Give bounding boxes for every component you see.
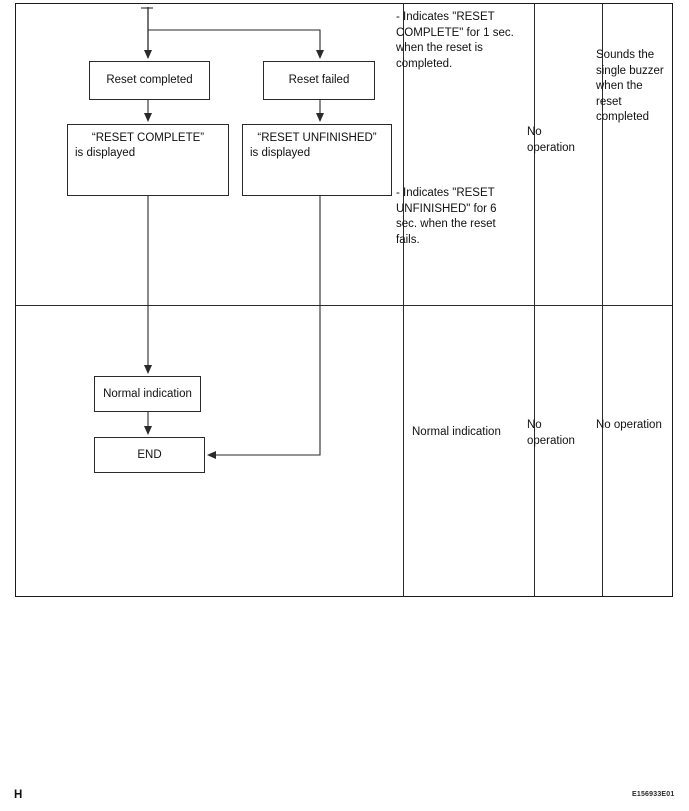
cell-display-reset-unfinished: - Indicates "RESET UNFINISHED" for 6 sec… (396, 187, 497, 246)
page-marker: H (14, 789, 23, 801)
cell-operation-row2: No operation (527, 419, 575, 447)
flow-node-normal-indication: Normal indication (94, 376, 201, 412)
cell-buzzer-row1: Sounds the single buzzer when the reset … (596, 49, 664, 123)
cell-display-reset-complete: - Indicates "RESET COMPLETE" for 1 sec. … (396, 11, 514, 70)
column-divider-flowchart-display (403, 4, 404, 596)
flow-node-reset-completed-label: Reset completed (106, 74, 193, 86)
flow-node-reset-unfinished-displayed: “RESET UNFINISHED” is displayed (242, 124, 392, 196)
flow-node-reset-unfinished-displayed-line2: is displayed (250, 147, 311, 159)
flow-node-reset-complete-displayed-line1: “RESET COMPLETE” (91, 132, 205, 144)
flow-node-reset-complete-displayed-line2: is displayed (75, 147, 136, 159)
cell-operation-row1: No operation (527, 126, 575, 154)
flow-node-reset-failed-label: Reset failed (288, 74, 350, 86)
flow-node-reset-completed: Reset completed (89, 61, 210, 100)
figure-code: E156933E01 (632, 791, 675, 798)
flow-node-end-label: END (137, 448, 162, 461)
row-divider (16, 305, 672, 306)
flow-node-reset-unfinished-displayed-line1: “RESET UNFINISHED” (257, 132, 377, 144)
cell-display-row2: Normal indication (412, 426, 501, 438)
flow-node-end: END (94, 437, 205, 473)
diagram-table (15, 3, 673, 597)
flow-node-reset-failed: Reset failed (263, 61, 375, 100)
cell-buzzer-row2: No operation (596, 419, 662, 431)
flow-node-normal-indication-label: Normal indication (103, 387, 192, 400)
flow-node-reset-complete-displayed: “RESET COMPLETE” is displayed (67, 124, 229, 196)
column-divider-display-operation (534, 4, 535, 596)
column-divider-operation-buzzer (602, 4, 603, 596)
